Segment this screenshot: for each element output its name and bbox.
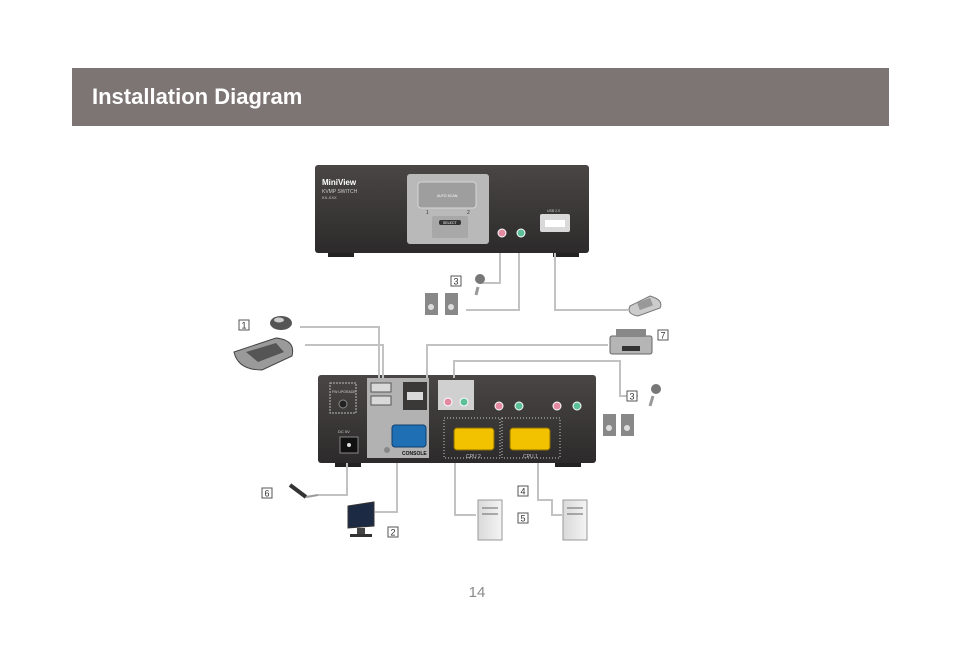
- port-1-label: 1: [426, 210, 429, 216]
- model-code: KX-XXX: [322, 195, 337, 200]
- port-2-label: 2: [467, 210, 470, 216]
- usb-label: USB 2.0: [547, 209, 560, 213]
- cpu2-vga-port: [453, 427, 495, 451]
- usb-mouse-port: [370, 395, 392, 406]
- cpu1-mic-jack: [552, 401, 562, 411]
- title-banner: Installation Diagram: [72, 68, 889, 126]
- printer-icon: [609, 329, 653, 355]
- model-label: KVMP SWITCH: [322, 189, 358, 195]
- console-vga-port: [391, 424, 427, 448]
- svg-text:3: 3: [630, 392, 635, 402]
- speaker-jack-front: [516, 228, 526, 238]
- keyboard-icon: [233, 337, 294, 371]
- console-mic-jack: [443, 397, 453, 407]
- microphone-icon-2: [648, 384, 661, 407]
- cpu2-speaker-jack: [514, 401, 524, 411]
- svg-text:1: 1: [242, 321, 247, 331]
- svg-text:4: 4: [521, 487, 526, 497]
- mic-jack-front: [497, 228, 507, 238]
- cpu1-label: CPU 1: [523, 454, 538, 460]
- page-number: 14: [468, 584, 486, 601]
- dc-label: DC 5V: [338, 429, 350, 434]
- cpu1-speaker-jack: [572, 401, 582, 411]
- front-panel: MiniView KVMP SWITCH KX-XXX AUTO SCAN 1 …: [315, 165, 589, 257]
- callout-7: 7: [657, 329, 669, 341]
- callout-5: 5: [517, 512, 529, 524]
- cables: [300, 253, 638, 516]
- page-title: Installation Diagram: [92, 84, 303, 109]
- callout-6: 6: [261, 487, 273, 499]
- monitor-icon: [347, 501, 375, 537]
- computer-icon-cpu2: [477, 499, 503, 541]
- callout-2: 2: [387, 526, 399, 538]
- svg-text:6: 6: [265, 489, 270, 499]
- computer-icon-cpu1: [562, 499, 588, 541]
- speakers-icon-2: [603, 414, 634, 436]
- mouse-icon: [270, 316, 292, 330]
- console-speaker-jack: [459, 397, 469, 407]
- auto-scan-label: AUTO SCAN: [437, 194, 458, 198]
- usb-keyboard-port: [370, 382, 392, 393]
- speakers-icon: [425, 293, 458, 315]
- svg-text:3: 3: [454, 277, 459, 287]
- callout-1: 1: [238, 319, 250, 331]
- power-adapter-icon: [288, 483, 319, 499]
- rear-panel: FW UPGRADE DC 5V CONSOLE CPU 2 CPU 1: [318, 375, 596, 467]
- console-label: CONSOLE: [402, 451, 427, 457]
- cpu2-mic-jack: [494, 401, 504, 411]
- pda-icon: [628, 295, 662, 317]
- svg-text:2: 2: [391, 528, 396, 538]
- microphone-icon: [474, 274, 485, 296]
- callout-3a: 3: [450, 275, 462, 287]
- select-button[interactable]: [439, 220, 461, 225]
- svg-text:5: 5: [521, 514, 526, 524]
- callout-4: 4: [517, 485, 529, 497]
- firmware-label: FW UPGRADE: [332, 390, 356, 394]
- cpu2-label: CPU 2: [466, 454, 481, 460]
- svg-text:7: 7: [661, 331, 666, 341]
- callout-3b: 3: [626, 390, 638, 402]
- select-label: SELECT: [443, 221, 457, 225]
- cpu1-vga-port: [509, 427, 551, 451]
- brand-logo: MiniView: [322, 178, 357, 187]
